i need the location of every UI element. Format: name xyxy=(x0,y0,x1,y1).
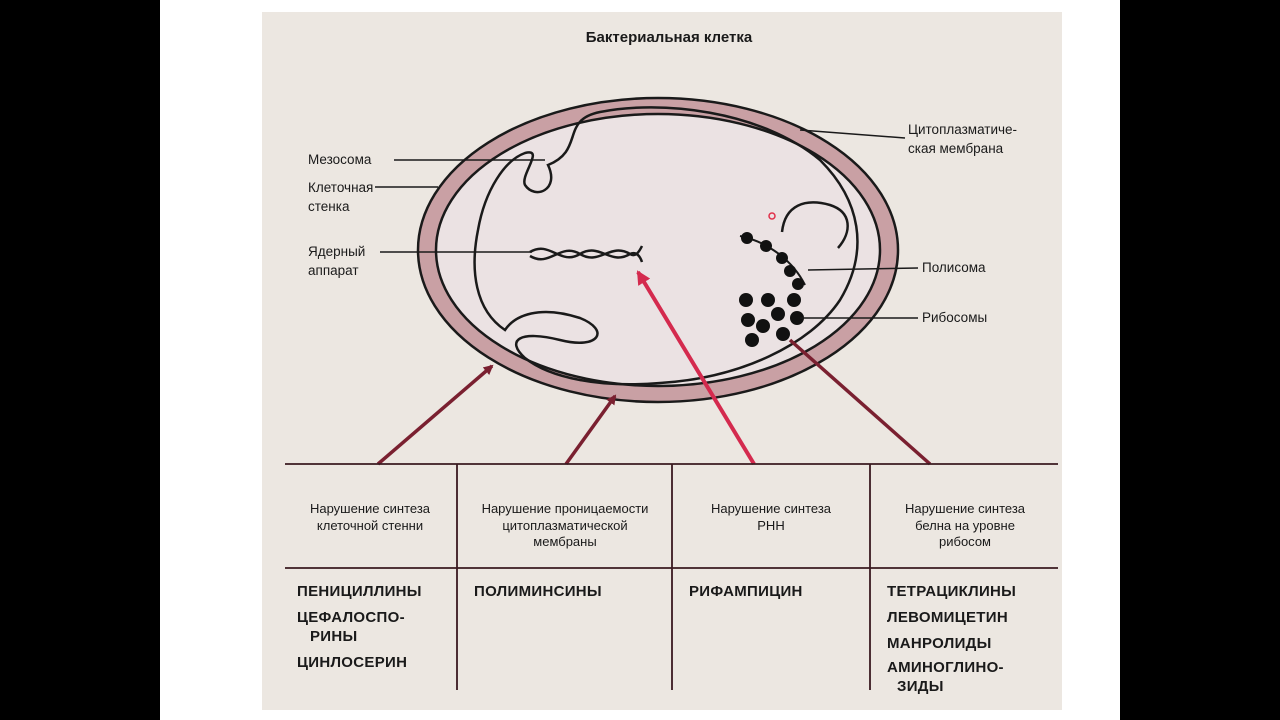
col4-drug-2: ЛЕВОМИЦЕТИН xyxy=(887,609,1008,626)
col4-drug-3: МАНРОЛИДЫ xyxy=(887,635,992,652)
col3-drug-1: РИФАМПИЦИН xyxy=(689,583,803,600)
col2-drug-1: ПОЛИМИНСИНЫ xyxy=(474,583,602,600)
col4-drug-4: АМИНОГЛИНО- xyxy=(887,659,1004,676)
col2-header-line2: цитоплазматической xyxy=(502,518,627,533)
label-mesosome: Мезосома xyxy=(308,152,372,167)
col4-header-line2: белна на уровне xyxy=(915,518,1015,533)
arrow-dna xyxy=(636,270,756,466)
arrow-cell-wall xyxy=(376,364,494,466)
diagram-title: Бактериальная клетка xyxy=(586,29,753,46)
cytoplasmic-membrane xyxy=(473,106,859,386)
col2-header-line1: Нарушение проницаемости xyxy=(482,501,649,516)
marker-dot xyxy=(768,212,776,220)
col4-drug-1: ТЕТРАЦИКЛИНЫ xyxy=(887,583,1016,600)
col4-drug-5: ЗИДЫ xyxy=(897,678,944,695)
label-polysome: Полисома xyxy=(922,260,986,275)
drug-lists: ПЕНИЦИЛЛИНЫ ЦЕФАЛОСПО- РИНЫ ЦИНЛОСЕРИН П… xyxy=(297,583,1016,695)
col1-header-line2: клеточной стенни xyxy=(317,518,423,533)
col3-header-line1: Нарушение синтеза xyxy=(711,501,832,516)
arrow-membrane xyxy=(564,394,617,466)
col1-header-line1: Нарушение синтеза xyxy=(310,501,431,516)
dna-helix-strand-b xyxy=(529,245,644,261)
col1-drug-4: ЦИНЛОСЕРИН xyxy=(297,654,407,671)
label-cytomembrane-line2: ская мембрана xyxy=(908,141,1004,156)
label-cell-wall-line1: Клеточная xyxy=(308,180,373,195)
col1-drug-1: ПЕНИЦИЛЛИНЫ xyxy=(297,583,422,600)
label-nuclear-line1: Ядерный xyxy=(308,244,365,259)
col4-header-line1: Нарушение синтеза xyxy=(905,501,1026,516)
cell-wall-inner-edge xyxy=(434,112,882,388)
label-ribosomes: Рибосомы xyxy=(922,310,987,325)
table-grid xyxy=(285,463,1058,690)
label-nuclear-line2: аппарат xyxy=(308,263,359,278)
label-cell-wall-line2: стенка xyxy=(308,199,350,214)
arrow-ribosomes xyxy=(788,338,932,466)
label-cytomembrane-line1: Цитоплазматиче- xyxy=(908,122,1017,137)
col1-drug-3: РИНЫ xyxy=(310,628,358,645)
leader-lines xyxy=(375,129,919,319)
mesosome-right xyxy=(780,201,849,249)
col2-header-line3: мембраны xyxy=(533,534,596,549)
polysome xyxy=(741,232,804,290)
table-headers: Нарушение синтеза клеточной стенни Наруш… xyxy=(310,501,1026,549)
ribosomes xyxy=(739,293,804,347)
col4-header-line3: рибосом xyxy=(939,534,991,549)
col3-header-line2: РНН xyxy=(757,518,784,533)
col1-drug-2: ЦЕФАЛОСПО- xyxy=(297,609,405,626)
